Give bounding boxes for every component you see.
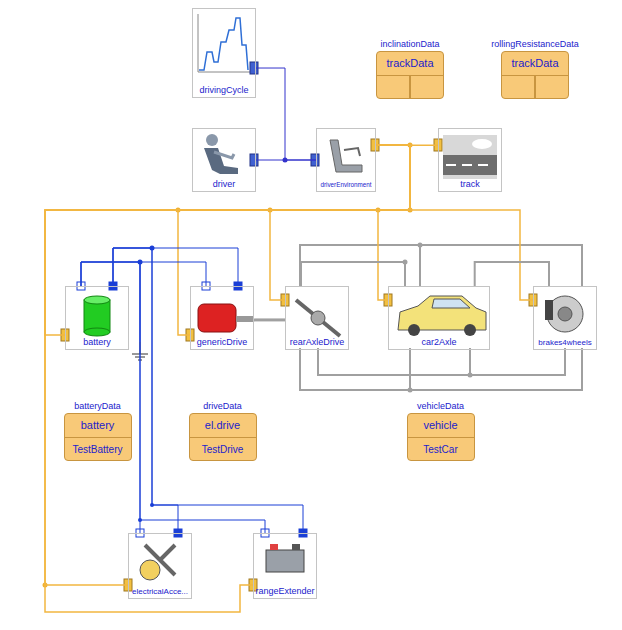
connector — [113, 248, 303, 533]
connector — [256, 160, 316, 161]
table-row: TestDrive — [190, 438, 256, 461]
table-row: battery — [65, 414, 131, 438]
connector-line — [81, 262, 265, 533]
connector-line — [301, 262, 405, 286]
record-table: trackData — [501, 51, 569, 99]
connector — [81, 262, 265, 533]
table-cell: el.drive — [205, 419, 240, 431]
table-cell: battery — [81, 419, 115, 431]
track-block: track — [438, 128, 502, 192]
connector-line — [113, 248, 303, 533]
connector-line — [113, 248, 178, 533]
connector-line — [270, 145, 410, 300]
table-row: TestBattery — [65, 438, 131, 461]
axle-drive-block: rearAxleDrive — [285, 286, 349, 350]
table-row: el.drive — [190, 414, 256, 438]
record-table: vehicleTestCar — [407, 413, 475, 461]
table-row — [377, 76, 443, 99]
vehicle-block: car2Axle — [388, 286, 490, 350]
data-table: rollingResistanceData trackData — [478, 38, 592, 100]
instance-name: driveData — [168, 400, 277, 412]
table-row: trackData — [502, 52, 568, 76]
instance-name: track — [439, 179, 501, 190]
brakes-block: brakes4wheels — [533, 286, 597, 350]
connector-line — [254, 318, 285, 321]
instance-name: inclinationData — [353, 38, 467, 50]
instance-name: drivingCycle — [193, 85, 255, 96]
instance-name: battery — [66, 337, 128, 348]
instance-name: rangeExtender — [254, 586, 316, 597]
data-table: inclinationData trackData — [353, 38, 467, 100]
connector — [45, 145, 410, 585]
instance-name: driverEnvironment — [317, 179, 375, 190]
connector — [376, 145, 533, 300]
instance-name: rollingResistanceData — [478, 38, 592, 50]
table-row: trackData — [377, 52, 443, 76]
connector — [113, 248, 178, 533]
record-table: el.driveTestDrive — [189, 413, 257, 461]
connector-line — [475, 262, 549, 286]
accessories-block: electricalAcce... — [128, 533, 192, 599]
instance-name: genericDrive — [191, 337, 253, 348]
instance-name: car2Axle — [389, 337, 489, 348]
connector — [254, 319, 285, 320]
connector — [81, 262, 140, 533]
connector — [301, 262, 405, 286]
driver-environment-block: driverEnvironment — [316, 128, 376, 192]
instance-name: batteryData — [43, 400, 152, 412]
data-table: batteryDatabatteryTestBattery — [43, 400, 152, 462]
connector — [475, 262, 549, 286]
instance-name: vehicleData — [386, 400, 495, 412]
driver-block: driver — [192, 128, 256, 192]
table-cell: TestBattery — [72, 444, 122, 455]
connector-line — [45, 145, 410, 335]
instance-name: rearAxleDrive — [286, 337, 348, 348]
table-cell: TestDrive — [202, 444, 244, 455]
connector — [81, 262, 206, 286]
table-cell: TestCar — [423, 444, 457, 455]
connector-line — [81, 262, 206, 286]
connector — [45, 145, 410, 335]
instance-name: driver — [193, 179, 255, 190]
connector-line — [45, 145, 410, 612]
connector-line — [256, 160, 316, 161]
table-cell: trackData — [386, 57, 433, 69]
driving-cycle-block: drivingCycle — [192, 8, 256, 98]
data-table: vehicleDatavehicleTestCar — [386, 400, 495, 462]
connector-line — [376, 145, 533, 300]
record-table: batteryTestBattery — [64, 413, 132, 461]
instance-name: electricalAcce... — [129, 586, 191, 597]
connector — [270, 145, 410, 300]
table-row — [502, 76, 568, 99]
connector-line — [81, 262, 140, 533]
connector-line — [113, 248, 238, 286]
drive-block: genericDrive — [190, 286, 254, 350]
instance-name: brakes4wheels — [534, 337, 596, 348]
connector — [45, 145, 410, 612]
data-table: driveDatael.driveTestDrive — [168, 400, 277, 462]
table-row: vehicle — [408, 414, 474, 438]
connector — [113, 248, 238, 286]
connector-line — [45, 145, 410, 585]
battery-block: battery — [65, 286, 129, 350]
record-table: trackData — [376, 51, 444, 99]
table-cell: trackData — [511, 57, 558, 69]
table-row: TestCar — [408, 438, 474, 461]
connector — [256, 68, 316, 160]
range-extender-block: rangeExtender — [253, 533, 317, 599]
table-cell: vehicle — [423, 419, 457, 431]
connector-line — [256, 68, 316, 160]
